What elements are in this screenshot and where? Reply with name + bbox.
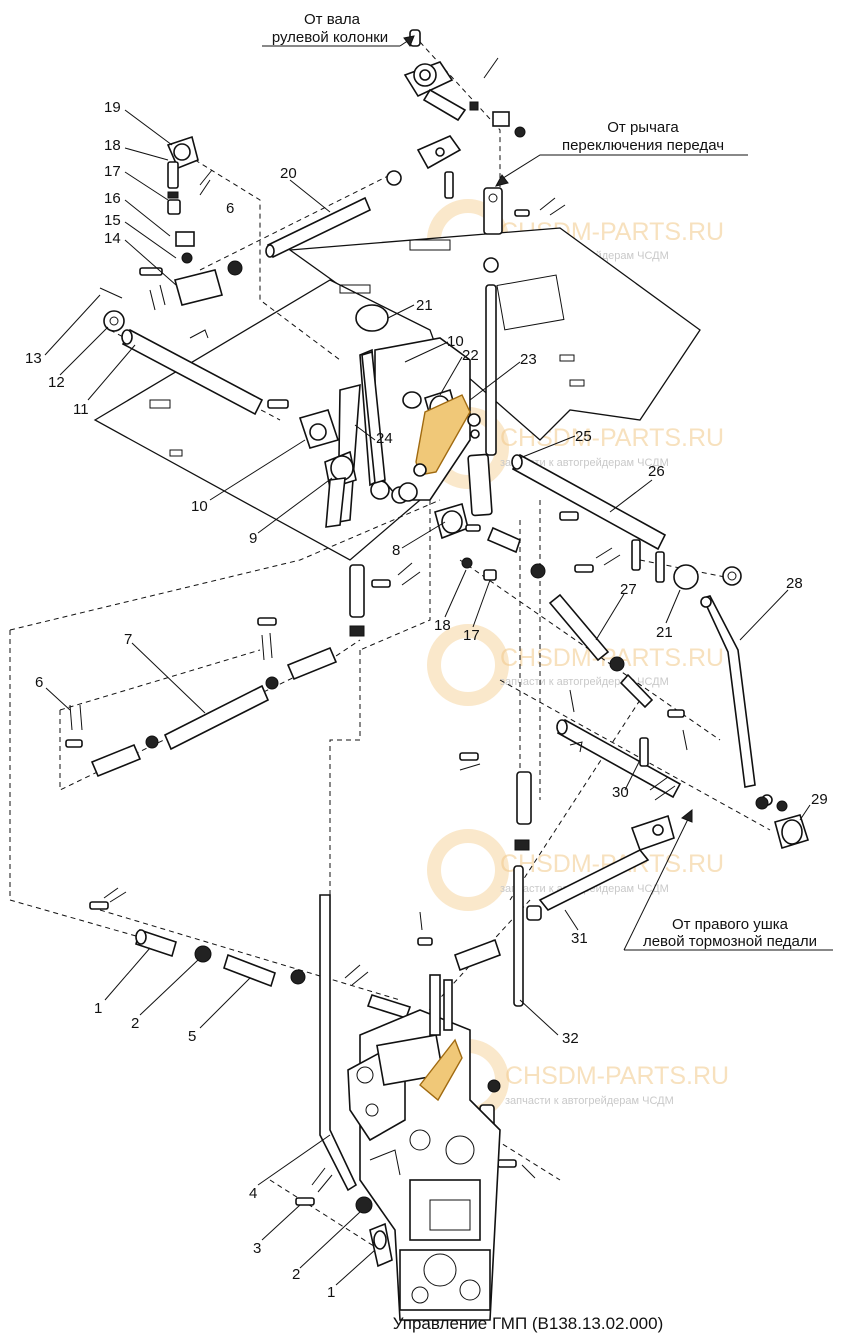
- lever-28-assembly: [700, 595, 810, 850]
- callout-26: 26: [648, 463, 665, 480]
- shaft-30: [556, 689, 688, 801]
- watermark-tagline: запчасти к автогрейдерам ЧСДМ: [500, 457, 669, 469]
- callout-31: 31: [571, 930, 588, 947]
- callout-30: 30: [612, 784, 629, 801]
- gear-lever-linkage: [467, 187, 566, 517]
- gear-note-line1: От рычага: [607, 119, 679, 136]
- callout-19: 19: [104, 99, 121, 116]
- callout-29: 29: [811, 791, 828, 808]
- callout-11: 11: [73, 401, 89, 418]
- brake-note-line1: От правого ушка: [672, 916, 789, 933]
- callout-3: 3: [253, 1240, 261, 1257]
- rod-5-assembly: [89, 887, 502, 1019]
- callout-6: 6: [226, 200, 234, 217]
- callout-1: 1: [94, 1000, 102, 1017]
- callout-6-lower: 6: [35, 674, 43, 691]
- callout-18: 18: [104, 137, 121, 154]
- callout-10: 10: [447, 333, 464, 350]
- callout-7: 7: [124, 631, 132, 648]
- callout-2: 2: [131, 1015, 139, 1032]
- gearbox-lever-highlight: [419, 1038, 463, 1102]
- callout-18-lower: 18: [434, 617, 451, 634]
- callout-17: 17: [104, 163, 121, 180]
- callout-20: 20: [280, 165, 297, 182]
- callout-16: 16: [104, 190, 121, 207]
- gearbox: [347, 974, 501, 1321]
- lever-24: [361, 350, 386, 485]
- left-pivot-group: [99, 135, 243, 332]
- callouts: 19 18 17 6 16 15 14 20 13 12 11 21 10 22…: [25, 99, 828, 1301]
- callout-23: 23: [520, 351, 537, 368]
- diagram-caption: Управление ГМП (В138.13.02.000): [393, 1314, 664, 1333]
- steering-note-line2: рулевой колонки: [272, 29, 388, 46]
- brake-note-line2: левой тормозной педали: [643, 933, 817, 950]
- callout-15: 15: [104, 212, 121, 229]
- callout-32: 32: [562, 1030, 579, 1047]
- shaft-26: [511, 453, 742, 590]
- callout-21-lower: 21: [656, 624, 673, 641]
- callout-4: 4: [249, 1185, 257, 1202]
- callout-12: 12: [48, 374, 65, 391]
- watermark-5: CHSDM-PARTS.RU запчасти к автогрейдерам …: [427, 1039, 729, 1121]
- lever-4-assembly: [295, 894, 393, 1268]
- callout-14: 14: [104, 230, 121, 247]
- callout-5: 5: [188, 1028, 196, 1045]
- callout-22: 22: [462, 347, 479, 364]
- rod-7-assembly: [65, 617, 338, 778]
- callout-8: 8: [392, 542, 400, 559]
- callout-13: 13: [25, 350, 42, 367]
- callout-27: 27: [620, 581, 637, 598]
- watermark-brand: CHSDM-PARTS.RU: [505, 1062, 729, 1090]
- rod-20: [265, 196, 372, 259]
- watermark-3: CHSDM-PARTS.RU запчасти к автогрейдерам …: [427, 624, 724, 706]
- watermark-tagline: запчасти к автогрейдерам ЧСДМ: [500, 676, 669, 688]
- lever-22-highlight: [415, 394, 471, 476]
- callout-2-lower: 2: [292, 1266, 300, 1283]
- callout-17-lower: 17: [463, 627, 480, 644]
- callout-28: 28: [786, 575, 803, 592]
- callout-leaders: [44, 109, 811, 1286]
- rod-31-assembly: [526, 814, 675, 921]
- steering-note-line1: От вала: [304, 11, 361, 28]
- gear-note-line2: переключения передач: [562, 137, 724, 154]
- callout-9: 9: [249, 530, 257, 547]
- annotation-steering: От вала рулевой колонки: [262, 11, 415, 48]
- callout-10-lower: 10: [191, 498, 208, 515]
- annotation-brake-pedal: От правого ушка левой тормозной педали: [623, 808, 833, 951]
- callout-21: 21: [416, 297, 433, 314]
- rod-27-assembly: [530, 563, 654, 709]
- callout-25: 25: [575, 428, 592, 445]
- callout-24: 24: [376, 430, 393, 447]
- annotation-gear-lever: От рычага переключения передач: [495, 119, 748, 187]
- callout-1-lower: 1: [327, 1284, 335, 1301]
- steering-linkage: [386, 29, 526, 199]
- watermarks: CHSDM-PARTS.RU запчасти к автогрейдерам …: [427, 199, 729, 1121]
- watermark-tagline: запчасти к автогрейдерам ЧСДМ: [505, 1095, 674, 1107]
- shaft-11: [121, 328, 340, 449]
